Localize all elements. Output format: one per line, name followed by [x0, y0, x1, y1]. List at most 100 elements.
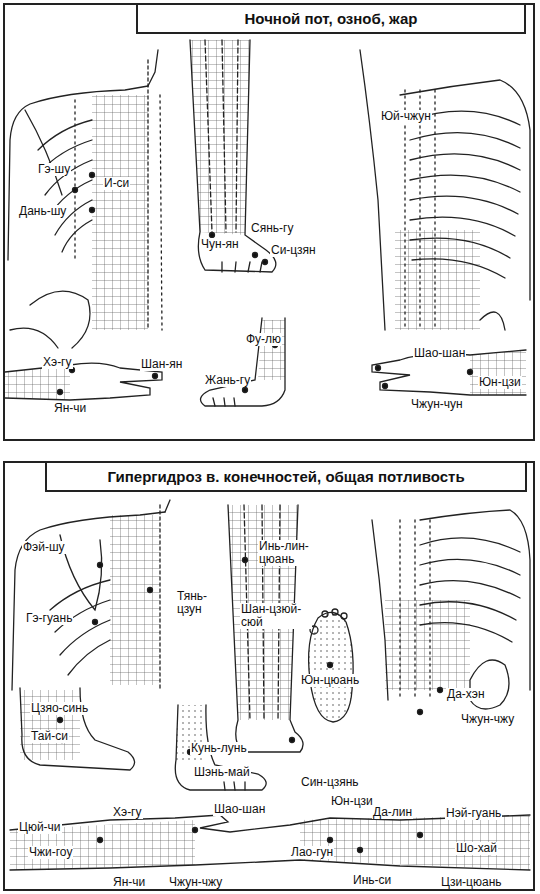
figure-stroke — [193, 828, 198, 833]
point-label: Хэ-гу — [42, 356, 73, 369]
figure-stroke — [205, 40, 238, 232]
figure-stroke — [470, 660, 509, 709]
point-label: Гэ-шу — [37, 163, 71, 176]
figure-stroke — [385, 600, 470, 690]
point-label: Юй-чжун — [380, 110, 432, 123]
point-label: Цзяо-синь — [30, 702, 89, 715]
point-label: Дань-шу — [18, 205, 67, 218]
point-label: Гэ-гуань — [25, 612, 73, 625]
figure-stroke — [328, 838, 333, 843]
point-label: Син-цзянь — [300, 776, 360, 789]
point-label: Ян-чи — [112, 876, 146, 889]
point-label: Шао-шан — [413, 347, 466, 360]
figure-stroke — [153, 374, 158, 379]
point-label: Хэ-гу — [112, 806, 143, 819]
point-label: Чжи-гоу — [28, 846, 73, 859]
figure-stroke — [60, 535, 102, 610]
point-label: Ян-чи — [53, 402, 87, 415]
figure-stroke — [322, 611, 328, 617]
figure-stroke — [148, 588, 153, 593]
point-label: Шан-цзюй-сюй — [240, 603, 312, 629]
figure-stroke — [309, 612, 354, 722]
point-label: Да-хэн — [446, 688, 486, 701]
figure-stroke — [263, 260, 268, 265]
point-label: Чжун-чжу — [460, 713, 515, 726]
point-label: Чжун-чжу — [168, 876, 223, 889]
panel-one-figures — [5, 40, 530, 406]
figure-stroke — [8, 86, 148, 260]
point-label: Юн-цзи — [330, 795, 374, 808]
point-label: Нэй-гуань — [445, 807, 502, 820]
figure-stroke — [175, 705, 266, 790]
figure-stroke — [50, 580, 110, 675]
point-label: Кунь-лунь — [190, 742, 248, 755]
figure-stroke — [400, 520, 430, 700]
figure-stroke — [328, 663, 333, 668]
panel-two-figures — [10, 500, 530, 870]
point-label: Шао-шан — [213, 803, 266, 816]
figure-stroke — [58, 718, 63, 723]
point-label: Си-цзян — [270, 244, 317, 257]
figure-stroke — [468, 370, 473, 375]
figure-stroke — [438, 688, 443, 693]
figure-stroke — [58, 390, 63, 395]
figure-stroke — [75, 95, 162, 330]
point-label: Тянь-цзун — [176, 590, 218, 616]
point-label: Да-лин — [372, 806, 413, 819]
figure-stroke — [470, 350, 526, 395]
figure-stroke — [258, 320, 285, 380]
figure-stroke — [383, 384, 388, 389]
figure-stroke — [222, 262, 262, 272]
point-label: Тай-си — [30, 730, 69, 743]
figure-stroke — [358, 848, 363, 853]
point-label: Шо-хай — [455, 842, 498, 855]
figure-stroke — [73, 188, 78, 193]
point-label: Шэнь-май — [193, 766, 251, 779]
figure-stroke — [201, 318, 285, 406]
figure-stroke — [410, 111, 520, 278]
point-label: И-си — [103, 177, 130, 190]
figure-stroke — [5, 363, 162, 400]
figure-stroke — [376, 366, 381, 371]
point-label: Юн-цюань — [300, 674, 360, 687]
panel-title: Гипергидроз в. конечностей, общая потлив… — [45, 461, 527, 492]
point-label: Фу-лю — [245, 333, 282, 346]
point-label: Чун-ян — [200, 238, 240, 251]
figure-stroke — [224, 782, 245, 790]
figure-stroke — [93, 620, 98, 625]
point-label: Сянь-гу — [250, 222, 294, 235]
figure-stroke — [38, 120, 92, 252]
point-label: Лао-гун — [290, 846, 334, 859]
figure-stroke — [98, 838, 103, 843]
point-label: Жань-гу — [204, 374, 251, 387]
figure-stroke — [165, 500, 170, 512]
panel-title: Ночной пот, озноб, жар — [136, 3, 526, 34]
figure-stroke — [243, 558, 248, 563]
point-label: Инь-лин-цюань — [258, 540, 322, 566]
figure-stroke — [213, 398, 235, 406]
figure-stroke — [20, 688, 135, 770]
figure-stroke — [420, 510, 530, 690]
figure-stroke — [159, 505, 160, 690]
figure-stroke — [360, 50, 385, 330]
figure-stroke — [20, 690, 80, 760]
figure-stroke — [341, 613, 347, 619]
figure-stroke — [332, 609, 338, 615]
section-panel: Гипергидроз в. конечностей, общая потлив… — [3, 461, 535, 891]
point-label: Цюй-чи — [18, 821, 62, 834]
figure-stroke — [290, 738, 295, 743]
figure-stroke — [243, 388, 248, 393]
figure-stroke — [395, 230, 480, 330]
figure-stroke — [5, 365, 70, 400]
figure-stroke — [210, 233, 215, 238]
figure-stroke — [253, 253, 258, 258]
figure-stroke — [147, 60, 148, 330]
point-label: Чжун-чун — [410, 398, 464, 411]
figure-stroke — [420, 538, 520, 642]
figure-stroke — [190, 40, 276, 272]
figure-stroke — [110, 515, 160, 685]
figure-stroke — [92, 95, 148, 330]
figure-stroke — [405, 90, 435, 330]
figure-stroke — [90, 208, 95, 213]
point-label: Цзи-цюань — [440, 876, 503, 889]
